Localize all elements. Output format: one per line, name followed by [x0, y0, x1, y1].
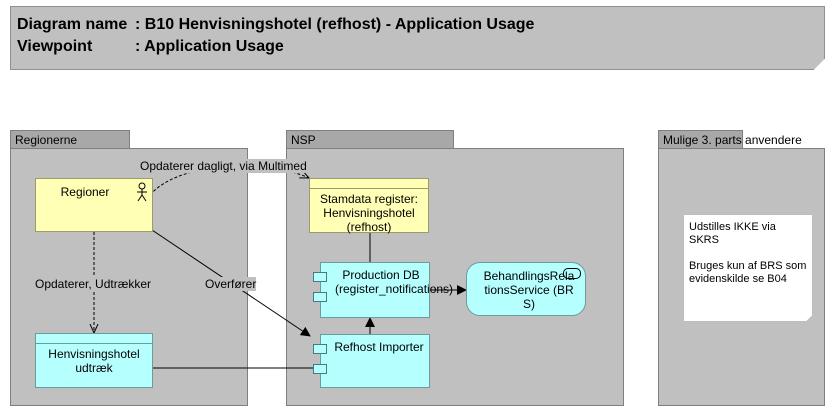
node-stamdata-label: Stamdata register: Henvisningshotel (ref…: [319, 192, 419, 234]
note-line-1: Udstilles IKKE via SKRS: [689, 221, 776, 246]
note-line-2: Bruges kun af BRS som evidenskilde se B0…: [689, 260, 807, 285]
component-icon: [313, 364, 327, 374]
node-brs-service[interactable]: BehandlingsRelationsService (BRS): [466, 262, 586, 316]
node-production-db[interactable]: Production DB (register_notifications): [320, 262, 454, 318]
viewpoint-value: : Application Usage: [135, 38, 284, 55]
node-udtraek-label: Henvisningshotel udtræk: [48, 347, 140, 375]
group-mulige-label: Mulige 3. parts anvendere: [663, 133, 802, 147]
edge-label-overforer: Overfører: [205, 277, 257, 291]
node-udtraek-topband: [36, 334, 152, 344]
node-henvisningshotel-udtraek[interactable]: Henvisningshotel udtræk: [35, 333, 153, 388]
node-refhost-importer[interactable]: Refhost Importer: [320, 334, 430, 388]
node-production-db-label: Production DB (register_notifications): [335, 268, 454, 296]
edge-label-opdaterer-udtraekker: Opdaterer, Udtrækker: [35, 277, 152, 291]
edge-label-opdaterer-dagligt: Opdaterer dagligt, via Multimed: [140, 159, 307, 173]
actor-icon: [137, 182, 147, 202]
viewpoint-label: Viewpoint: [17, 38, 93, 55]
diagram-name-label: Diagram name: [17, 16, 128, 33]
component-icon: [313, 272, 327, 282]
group-nsp-label: NSP: [291, 133, 316, 147]
diagram-name-row: Diagram name : B10 Henvisningshotel (refh…: [17, 16, 534, 34]
node-stamdata-register[interactable]: Stamdata register: Henvisningshotel (ref…: [309, 178, 429, 234]
note-skrs[interactable]: Udstilles IKKE via SKRS Bruges kun af BR…: [683, 214, 813, 322]
component-icon: [313, 292, 327, 302]
node-regioner-label: Regioner: [60, 185, 110, 199]
group-regionerne-label: Regionerne: [15, 133, 78, 147]
diagram-header: Diagram name : B10 Henvisningshotel (refh…: [10, 6, 825, 70]
node-regioner[interactable]: Regioner: [35, 178, 153, 232]
diagram-name-value: : B10 Henvisningshotel (refhost) - Appli…: [135, 16, 535, 33]
node-refhost-importer-label: Refhost Importer: [334, 340, 424, 354]
node-stamdata-topband: [310, 179, 428, 189]
node-brs-label: BehandlingsRelationsService (BRS): [483, 269, 575, 311]
viewpoint-row: Viewpoint : Application Usage: [17, 38, 284, 56]
group-mulige-tab[interactable]: Mulige 3. parts anvendere: [658, 130, 802, 149]
note-spacer: [689, 247, 807, 260]
component-icon: [313, 344, 327, 354]
group-nsp-tab[interactable]: NSP: [286, 130, 454, 149]
service-icon: [563, 268, 581, 279]
